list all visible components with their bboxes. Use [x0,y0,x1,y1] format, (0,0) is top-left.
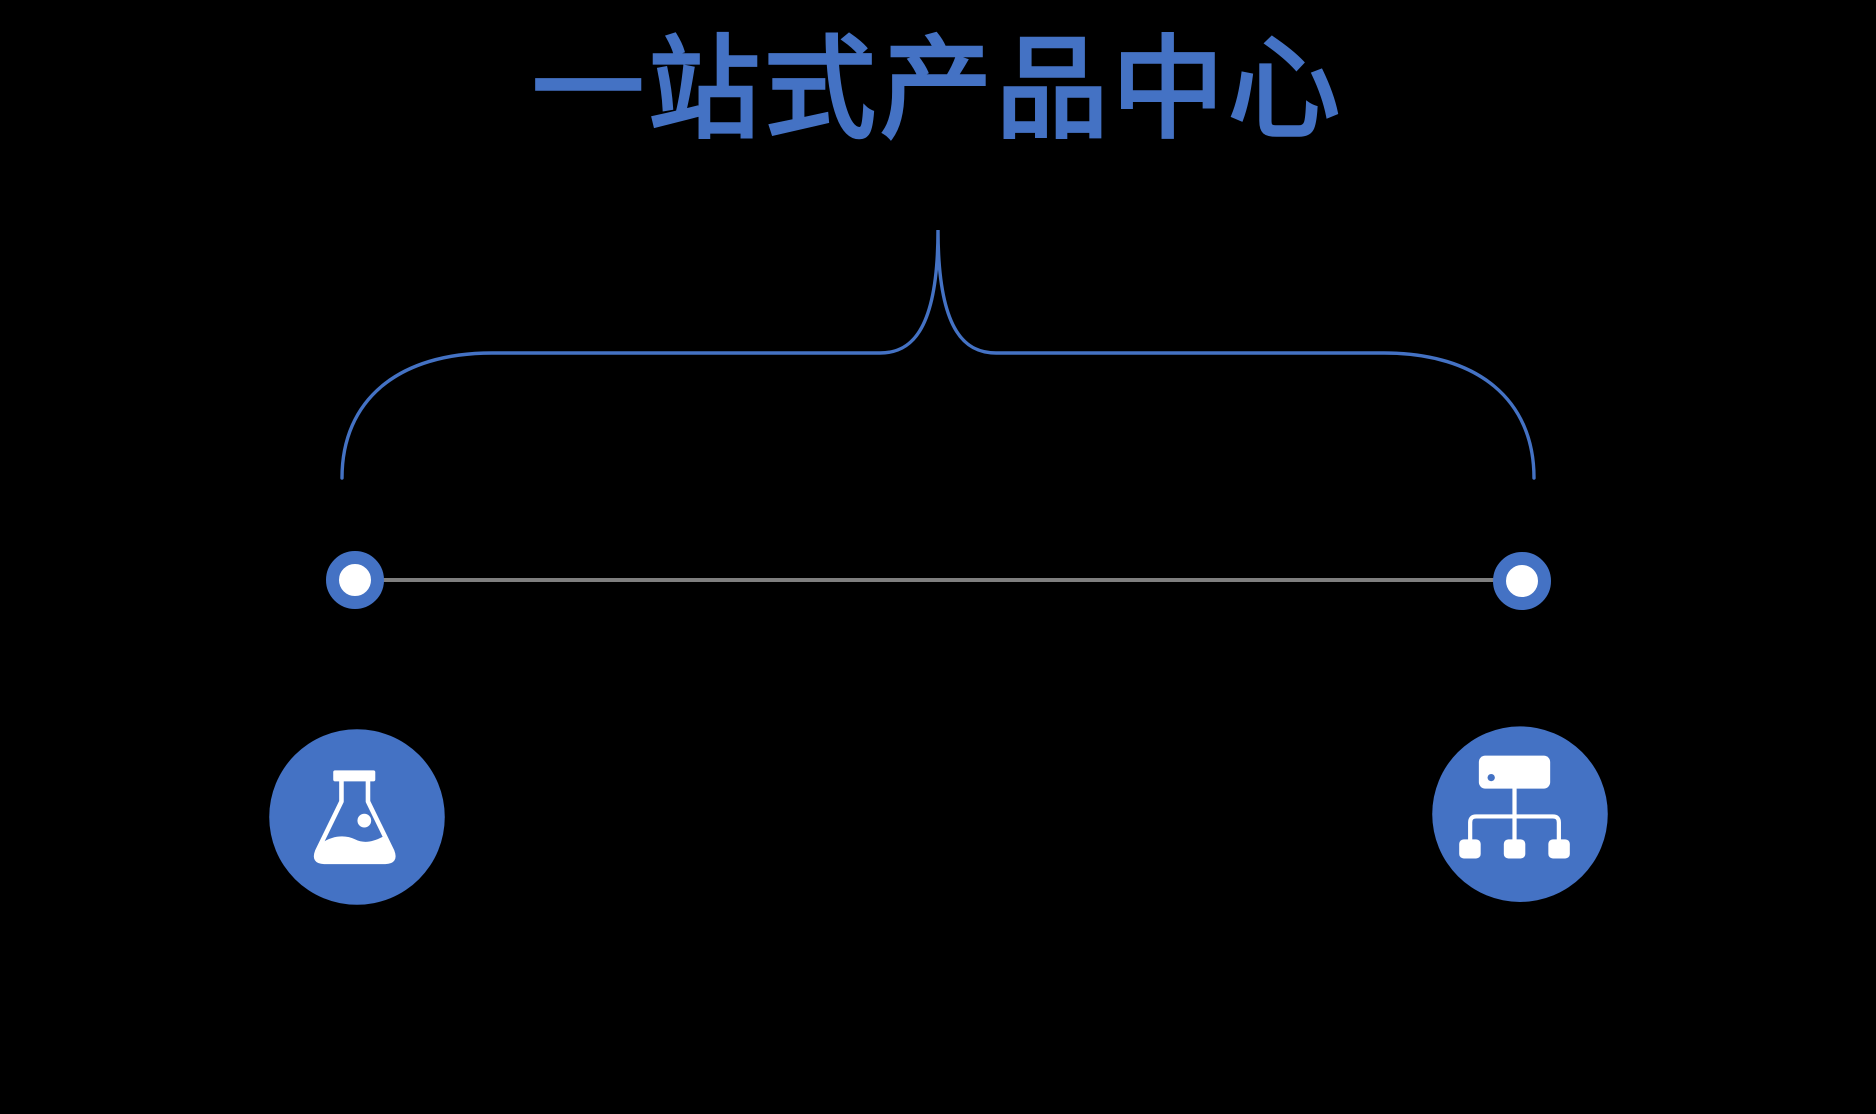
indicator-dot [1487,773,1495,782]
page-title: 一站式产品中心 [532,27,1344,152]
timeline-endpoint-right [1493,552,1551,610]
bubble-dot [357,813,372,828]
flask-badge [261,721,453,913]
flask-icon [269,729,445,905]
timeline-endpoint-left [326,551,384,609]
brace-path [340,229,1536,480]
sitemap-badge [1424,720,1616,912]
sitemap-icon [1432,726,1608,902]
timeline-line [355,578,1522,582]
